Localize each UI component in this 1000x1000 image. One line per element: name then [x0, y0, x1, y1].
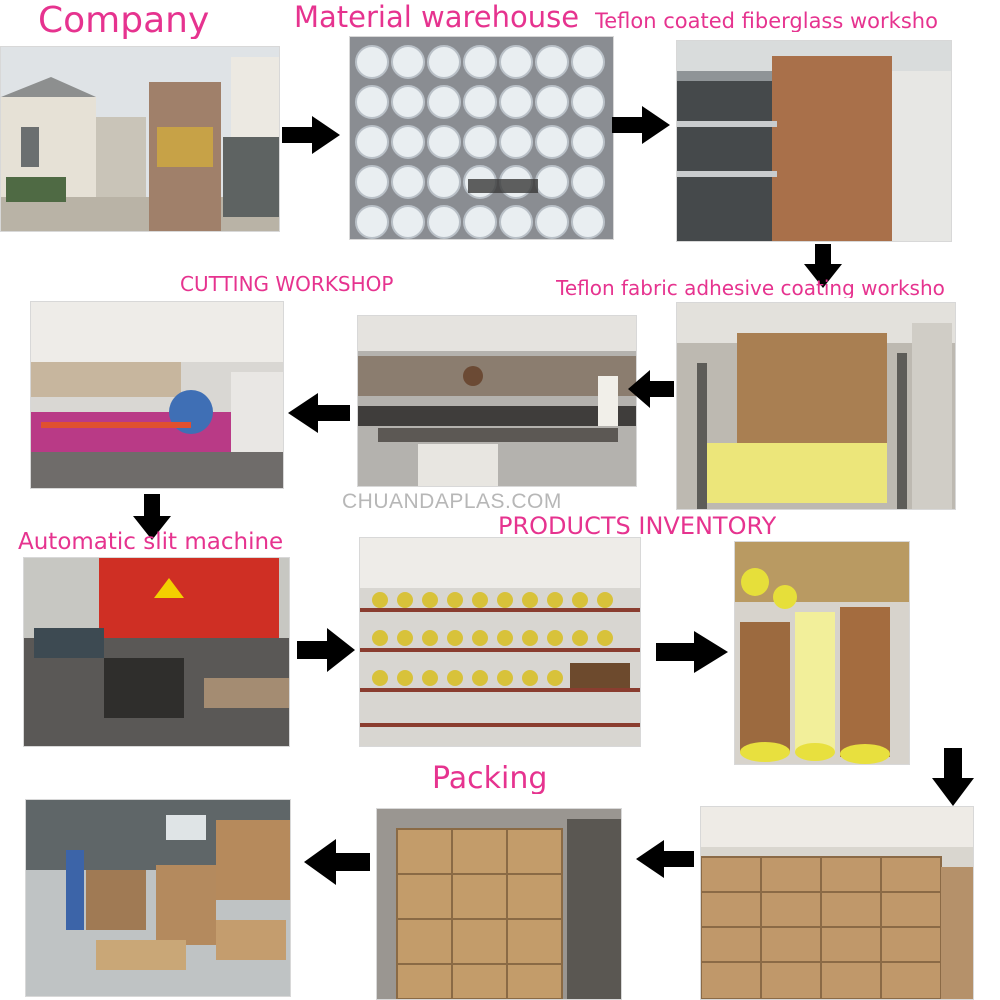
arrow-down-3 — [932, 748, 974, 806]
label-automatic-slit-machine: Automatic slit machine — [18, 531, 284, 554]
packing-pallets-photo-1 — [25, 799, 291, 997]
label-company: Company — [38, 3, 210, 39]
packing-boxes-photo-2 — [376, 808, 622, 1000]
label-adhesive-coating-workshop: Teflon fabric adhesive coating worksho — [556, 278, 945, 298]
watermark: CHUANDAPLAS.COM — [342, 490, 562, 513]
label-material-warehouse: Material warehouse — [294, 3, 580, 32]
company-photo — [0, 46, 280, 232]
arrow-right-3 — [297, 628, 355, 672]
arrow-down-2 — [133, 494, 171, 540]
arrow-down-1 — [804, 244, 842, 288]
slit-machine-photo — [23, 557, 290, 747]
inventory-shelves-photo — [359, 537, 641, 747]
arrow-right-2 — [612, 106, 670, 144]
teflon-coated-photo — [676, 40, 952, 242]
arrow-left-1 — [288, 393, 350, 433]
inventory-rolls-photo — [734, 541, 910, 765]
cutting-workshop-photo-1 — [30, 301, 284, 489]
label-products-inventory: PRODUCTS INVENTORY — [498, 514, 777, 538]
packing-boxes-photo-3 — [700, 806, 974, 1000]
arrow-right-1 — [282, 116, 340, 154]
label-packing: Packing — [432, 764, 548, 794]
arrow-left-4 — [636, 840, 694, 878]
arrow-left-2 — [628, 370, 674, 408]
cutting-workshop-photo-2 — [357, 315, 637, 487]
label-cutting-workshop: CUTTING WORKSHOP — [180, 274, 394, 294]
material-warehouse-photo — [349, 36, 614, 240]
arrow-left-3 — [304, 839, 370, 885]
arrow-right-4 — [656, 631, 728, 673]
adhesive-coating-photo — [676, 302, 956, 510]
label-teflon-coated-workshop: Teflon coated fiberglass worksho — [595, 11, 938, 32]
